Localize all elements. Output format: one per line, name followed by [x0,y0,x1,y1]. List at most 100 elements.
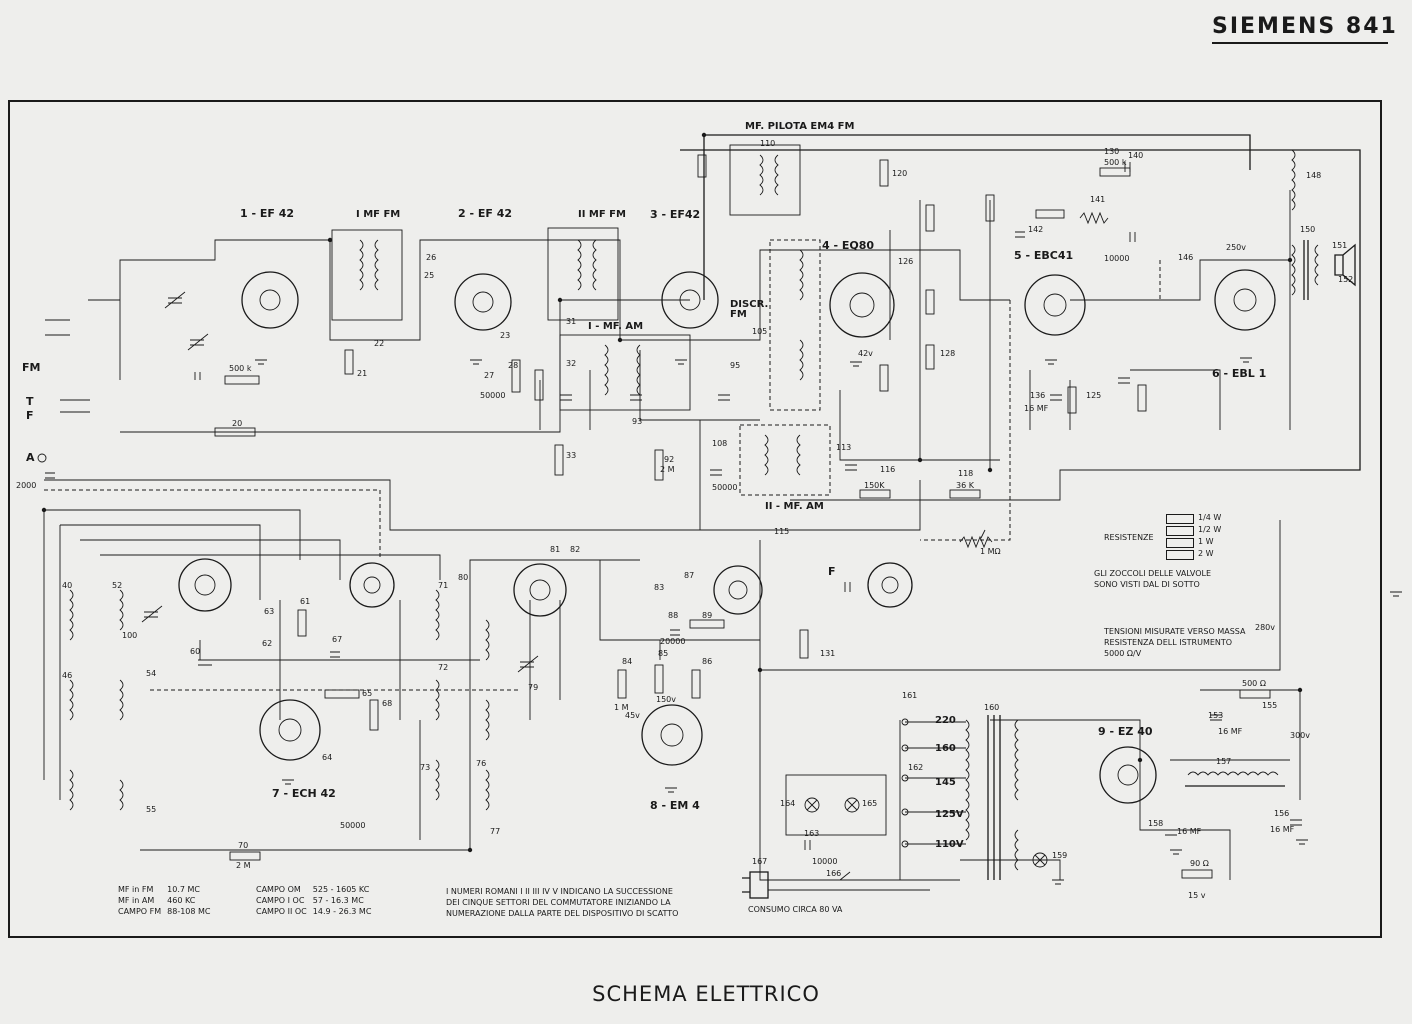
tube-label-2: 2 - EF 42 [458,207,513,220]
voltage-15: 15 v [1188,891,1206,900]
ref-130: 130 [1104,147,1120,156]
ref-80: 80 [458,573,469,582]
stage-label-mf2-fm: II MF FM [578,209,626,220]
tube-1-symbol [241,271,299,329]
ref-63: 63 [264,607,275,616]
value-50000-b: 50000 [340,821,366,830]
stage-label-disc-fm: DISCR. FM [730,299,769,320]
ref-25: 25 [424,271,435,280]
if-transformer-1-am [559,334,691,411]
stage-label-mf1-fm: I MF FM [356,209,401,220]
ref-148: 148 [1306,171,1322,180]
mains-tap-125: 125V [935,809,964,820]
wire [59,524,261,800]
voltage-42: 42v [858,349,873,358]
wire [790,469,1300,501]
tube-8-symbol [641,704,703,766]
ref-92: 92 [664,455,675,464]
mains-tap-160: 160 [935,743,956,754]
wire [1130,369,1221,430]
ref-46: 46 [62,671,73,680]
wafer-switch-3 [513,563,567,617]
wire [140,559,640,851]
speaker [1334,243,1356,287]
note-roman-line-3: NUMERAZIONE DALLA PARTE DEL DISPOSITIVO … [446,909,679,918]
value-1-mohm: 1 MΩ [980,547,1001,556]
shield-wire [1159,260,1200,301]
ref-89: 89 [702,611,713,620]
feedback-coil [1291,149,1296,211]
note-roman-numerals: I NUMERI ROMANI I II III IV V INDICANO L… [446,886,696,919]
band-table: CAMPO OM 525 - 1605 KC CAMPO I OC 57 - 1… [256,884,377,917]
voltage-45: 45v [625,711,640,720]
note-roman-line-1: I NUMERI ROMANI I II III IV V INDICANO L… [446,887,673,896]
shield-wire [44,489,381,560]
wire [639,350,760,421]
ref-82: 82 [570,545,581,554]
resistors [214,154,1271,879]
ref-79: 79 [528,683,539,692]
ref-126: 126 [898,257,914,266]
ref-100: 100 [122,631,138,640]
ref-164: 164 [780,799,796,808]
ref-157: 157 [1216,757,1232,766]
ref-159: 159 [1052,851,1068,860]
tube-label-3: 3 - EF42 [650,208,701,221]
value-2000: 2000 [16,481,37,490]
note-zoccoli-line-1: GLI ZOCCOLI DELLE VALVOLE [1094,569,1212,578]
wafer-switch-2 [349,562,395,608]
value-2m: 2 M [236,861,251,870]
volume-potentiometer [959,211,1109,549]
ref-52: 52 [112,581,123,590]
note-consumo: CONSUMO CIRCA 80 VA [748,905,843,914]
ref-158: 158 [1148,819,1164,828]
wire [960,859,1061,880]
ref-27: 27 [484,371,495,380]
ref-65: 65 [362,689,373,698]
value-2m-b: 2 M [660,465,675,474]
mains-tap-110: 110V [935,839,964,850]
ref-136: 136 [1030,391,1046,400]
wire [1200,689,1301,800]
ref-167: 167 [752,857,768,866]
ref-40: 40 [62,581,73,590]
ref-72: 72 [438,663,449,672]
dial-lamps [785,774,1048,868]
mains-tap-220: 220 [935,715,956,726]
note-tensioni-line-3: 5000 Ω/V [1104,649,1142,658]
wire [215,239,510,341]
ref-162: 162 [908,763,924,772]
ref-140: 140 [1128,151,1144,160]
tube-4-symbol [829,272,895,338]
wire [990,719,1141,760]
ref-23: 23 [500,331,511,340]
ref-110: 110 [760,139,776,148]
if-pilot-transformer [729,144,801,216]
ref-86: 86 [702,657,713,666]
note-tensioni-line-1: TENSIONI MISURATE VERSO MASSA [1104,627,1246,636]
wire [529,600,561,720]
wafer-switch-5 [867,562,913,608]
value-20000: 20000 [660,637,686,646]
note-zoccoli: GLI ZOCCOLI DELLE VALVOLE SONO VISTI DAL… [1094,568,1211,590]
legend-one-watt: 1 W [1198,537,1214,546]
table-row: CAMPO FM 88-108 MC [118,906,217,917]
value-500k: 500 k [229,364,252,373]
freq-value: 460 KC [167,896,196,905]
voltage-selector [901,718,966,848]
wire [510,239,690,341]
input-a: A [26,451,35,464]
ground-symbols [255,357,1402,885]
ref-115: 115 [774,527,790,536]
ref-85: 85 [658,649,669,658]
ref-28: 28 [508,361,519,370]
wire [860,249,1010,301]
ref-166: 166 [826,869,842,878]
ref-67: 67 [332,635,343,644]
ref-60: 60 [190,647,201,656]
ref-93: 93 [632,417,643,426]
band-label: CAMPO I OC [256,896,305,905]
figure-caption: SCHEMA ELETTRICO [592,982,820,1006]
voltage-250: 250v [1226,243,1247,252]
